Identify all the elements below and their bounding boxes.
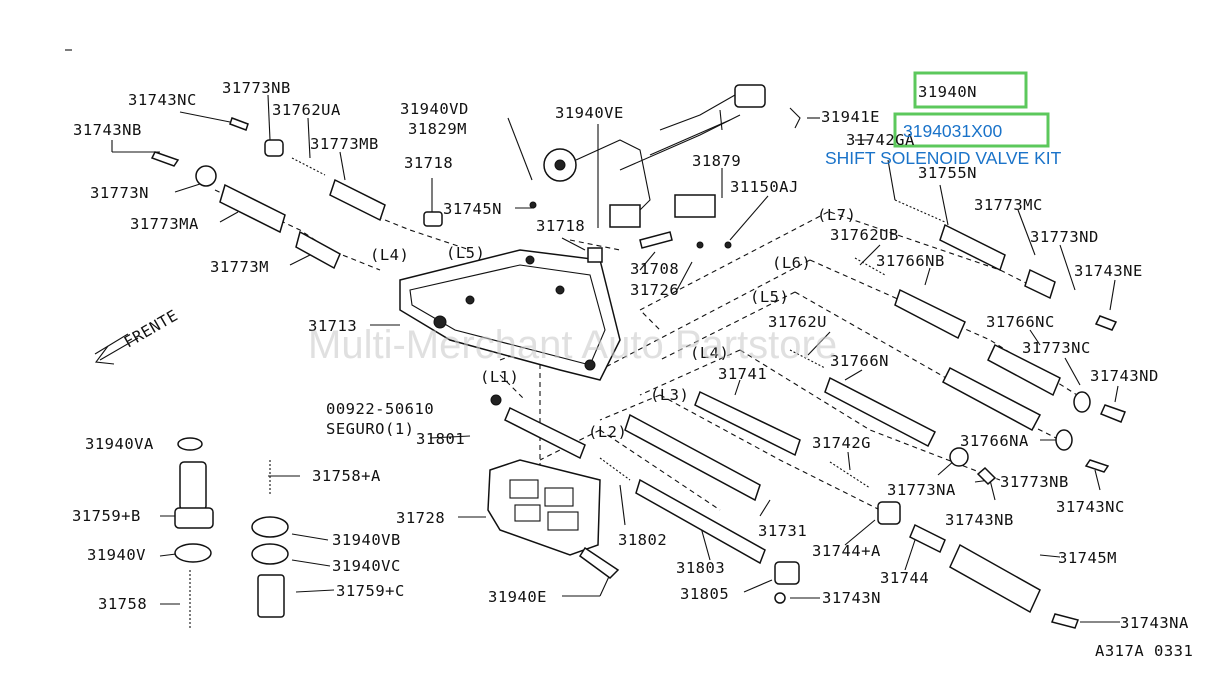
label-31766NB: 31766NB	[876, 252, 945, 270]
label-31745N: 31745N	[443, 200, 502, 218]
label-31759C: 31759+C	[336, 582, 405, 600]
line-L6: (L6)	[772, 254, 811, 272]
label-31940VC: 31940VC	[332, 557, 401, 575]
label-31743NC-top: 31743NC	[128, 91, 197, 109]
valve-body-31713	[399, 249, 621, 381]
label-31773MB: 31773MB	[310, 135, 379, 153]
label-31773NB-right: 31773NB	[1000, 473, 1069, 491]
label-31713: 31713	[308, 317, 357, 335]
highlight-box-3194031X00	[893, 112, 1050, 148]
label-31762UA: 31762UA	[272, 101, 341, 119]
label-31940VB: 31940VB	[332, 531, 401, 549]
label-00922-50610: 00922-50610	[326, 400, 434, 418]
part-labels: 31743NC 31773NB 31743NB 31762UA 31773MB …	[72, 79, 1189, 632]
label-31805: 31805	[680, 585, 729, 603]
line-L2: (L2)	[588, 423, 627, 441]
label-31940VE: 31940VE	[555, 104, 624, 122]
label-31731: 31731	[758, 522, 807, 540]
label-31718-a: 31718	[404, 154, 453, 172]
label-31773M: 31773M	[210, 258, 269, 276]
label-31940E: 31940E	[488, 588, 547, 606]
label-31743N: 31743N	[822, 589, 881, 607]
label-31743NE: 31743NE	[1074, 262, 1143, 280]
label-31773MC: 31773MC	[974, 196, 1043, 214]
label-31802: 31802	[618, 531, 667, 549]
label-31801: 31801	[416, 430, 465, 448]
label-31758A: 31758+A	[312, 467, 381, 485]
bottom-left-parts	[174, 437, 289, 630]
highlight-part-31940N: 31940N	[918, 83, 977, 101]
label-31773NC: 31773NC	[1022, 339, 1091, 357]
label-31742GA: 31742GA	[846, 131, 915, 149]
label-31759B: 31759+B	[72, 507, 141, 525]
frente-label: FRENTE	[121, 306, 181, 351]
label-31741: 31741	[718, 365, 767, 383]
highlight-part-3194031X00: 3194031X00	[903, 121, 1003, 141]
label-31773N: 31773N	[90, 184, 149, 202]
label-31879: 31879	[692, 152, 741, 170]
label-31718-b: 31718	[536, 217, 585, 235]
diagram-code: A317A 0331	[1095, 642, 1193, 660]
label-31940V: 31940V	[87, 546, 146, 564]
front-arrow	[94, 333, 139, 365]
line-L7: (L7)	[817, 206, 856, 224]
label-31150AJ: 31150AJ	[730, 178, 799, 196]
circuit-labels: (L1) (L2) (L3) (L4) (L4) (L5) (L5) (L6) …	[370, 206, 856, 441]
label-31744A: 31744+A	[812, 542, 881, 560]
label-31743ND: 31743ND	[1090, 367, 1159, 385]
label-31766NA: 31766NA	[960, 432, 1029, 450]
label-31773NA: 31773NA	[887, 481, 956, 499]
label-31743NC-right: 31743NC	[1056, 498, 1125, 516]
label-31728: 31728	[396, 509, 445, 527]
label-31766NC: 31766NC	[986, 313, 1055, 331]
label-31773NB-top: 31773NB	[222, 79, 291, 97]
label-31773ND: 31773ND	[1030, 228, 1099, 246]
label-31940VD: 31940VD	[400, 100, 469, 118]
line-L4a: (L4)	[370, 246, 409, 264]
kit-label: SHIFT SOLENOID VALVE KIT	[825, 148, 1062, 168]
label-31758: 31758	[98, 595, 147, 613]
label-31773MA: 31773MA	[130, 215, 199, 233]
line-L5a: (L5)	[446, 244, 485, 262]
line-L1: (L1)	[480, 368, 519, 386]
label-seguro: SEGURO(1)	[326, 420, 415, 438]
label-31941E: 31941E	[821, 108, 880, 126]
left-parts	[150, 114, 741, 406]
label-31940VA: 31940VA	[85, 435, 154, 453]
line-L3: (L3)	[650, 386, 689, 404]
label-31766N: 31766N	[830, 352, 889, 370]
line-L5b: (L5)	[750, 288, 789, 306]
plate-31728	[487, 459, 601, 556]
watermark: Multi-Merchant Auto Partstore	[308, 323, 837, 367]
label-31708: 31708	[630, 260, 679, 278]
highlight-box-31940N	[913, 71, 1028, 109]
line-L4b: (L4)	[690, 344, 729, 362]
label-31744: 31744	[880, 569, 929, 587]
label-31755N: 31755N	[918, 164, 977, 182]
label-31762U: 31762U	[768, 313, 827, 331]
solenoid-31940N	[659, 84, 801, 131]
right-valves	[504, 199, 1126, 629]
label-31762UB: 31762UB	[830, 226, 899, 244]
label-31803: 31803	[676, 559, 725, 577]
label-31829M: 31829M	[408, 120, 467, 138]
label-31743NA: 31743NA	[1120, 614, 1189, 632]
label-31745M: 31745M	[1058, 549, 1117, 567]
label-31742G: 31742G	[812, 434, 871, 452]
label-31743NB-right: 31743NB	[945, 511, 1014, 529]
label-31726: 31726	[630, 281, 679, 299]
label-31743NB-left: 31743NB	[73, 121, 142, 139]
